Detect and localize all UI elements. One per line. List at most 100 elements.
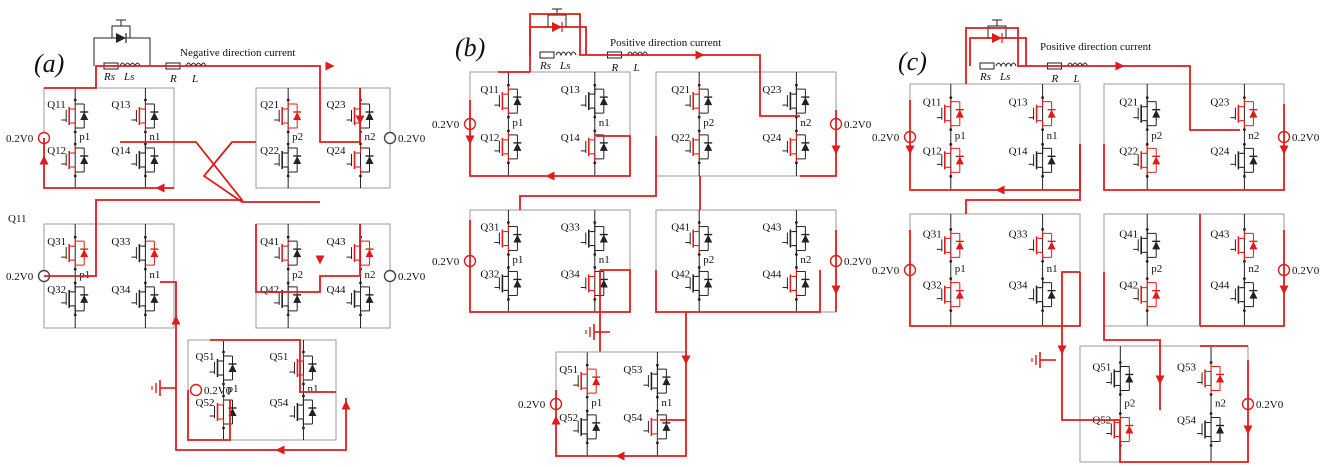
- igbt-switch: [685, 83, 713, 119]
- node-label: p1: [512, 117, 523, 129]
- load-label: Rs: [539, 60, 551, 72]
- ground-icon: [1031, 352, 1056, 368]
- current-path: [1200, 230, 1285, 327]
- switch-label: Q41: [260, 236, 279, 248]
- switch-label: Q42: [260, 284, 279, 296]
- load-label: L: [633, 62, 640, 74]
- diode-icon: [1216, 425, 1225, 434]
- diode-icon: [662, 377, 671, 386]
- switch-label: Q44: [327, 284, 346, 296]
- panel-label: (a): [34, 49, 64, 78]
- switch-label: Q33: [561, 222, 580, 234]
- switch-label: Q13: [561, 84, 580, 96]
- diode-icon: [801, 97, 810, 106]
- igbt-switch: [61, 98, 89, 134]
- igbt-switch: [274, 98, 302, 134]
- igbt-switch: [1028, 277, 1056, 313]
- diode-icon: [1047, 156, 1056, 165]
- switch-label: Q41: [1119, 228, 1138, 240]
- igbt-switch: [494, 266, 522, 301]
- diode-icon: [80, 156, 89, 164]
- current-path: [43, 65, 321, 189]
- switch-label: Q31: [923, 228, 942, 240]
- diode-icon: [513, 142, 522, 151]
- switch-label: Q34: [1009, 280, 1028, 292]
- igbt-switch: [1230, 96, 1258, 132]
- voltage-label: 0.2V0: [872, 132, 900, 144]
- diode-icon: [1152, 241, 1161, 250]
- igbt-switch: [580, 83, 608, 119]
- igbt-switch: [580, 221, 608, 256]
- current-arrow: [1279, 285, 1289, 295]
- node-label: p1: [79, 131, 90, 143]
- current-arrow: [1279, 145, 1289, 155]
- current-path: [469, 220, 631, 313]
- igbt-switch: [573, 409, 601, 445]
- current-arrow: [695, 50, 705, 60]
- node-label: p2: [292, 269, 303, 281]
- diode-icon: [599, 97, 608, 106]
- diode-icon: [992, 33, 1002, 43]
- diode-icon: [150, 156, 159, 164]
- node-label: p1: [512, 254, 523, 266]
- switch-label: Q11: [47, 99, 66, 111]
- current-arrow: [681, 355, 691, 365]
- igbt-switch: [782, 129, 810, 165]
- current-path: [909, 230, 1081, 327]
- igbt-switch: [573, 363, 601, 399]
- diode-icon: [365, 249, 374, 258]
- node-label: p1: [955, 130, 966, 142]
- switch-label: Q12: [923, 145, 942, 157]
- panel-label: (b): [455, 33, 485, 62]
- node-label: p2: [292, 131, 303, 143]
- node-label: n2: [365, 131, 376, 143]
- inductor-icon: [555, 51, 577, 57]
- igbt-switch: [1133, 277, 1161, 313]
- switch-label: Q34: [561, 268, 580, 280]
- ground-icon: [585, 324, 610, 340]
- switch-label: Q53: [623, 364, 642, 376]
- diode-icon: [1249, 241, 1258, 250]
- current-arrow: [831, 145, 841, 155]
- current-path: [160, 281, 347, 451]
- diode-icon: [293, 249, 302, 258]
- node-label: n1: [661, 397, 672, 409]
- diode-icon: [1249, 290, 1258, 299]
- diode-icon: [150, 294, 159, 303]
- diode-icon: [599, 279, 608, 288]
- diode-icon: [552, 22, 562, 32]
- node-label: p2: [1151, 263, 1162, 275]
- load-label: Ls: [123, 71, 134, 83]
- igbt-switch: [274, 142, 302, 178]
- igbt-switch: [274, 235, 302, 271]
- switch-label: Q23: [1210, 97, 1229, 109]
- voltage-label: 0.2V0: [432, 119, 460, 131]
- switch-label: Q52: [196, 397, 215, 409]
- igbt-switch: [782, 266, 810, 301]
- igbt-switch: [1133, 227, 1161, 263]
- current-path: [529, 13, 800, 117]
- voltage-label: 0.2V0: [844, 119, 872, 131]
- diode-icon: [704, 142, 713, 151]
- igbt-switch: [1230, 142, 1258, 178]
- current-direction-label: Negative direction current: [180, 47, 295, 59]
- switch-label: Q24: [1210, 145, 1229, 157]
- current-arrow: [1243, 425, 1253, 435]
- switch-label: Q24: [762, 132, 781, 144]
- diode-icon: [955, 156, 964, 165]
- switch-label: Q11: [923, 97, 942, 109]
- node-label: n2: [1248, 263, 1259, 275]
- switch-label: Q22: [260, 145, 279, 157]
- diode-icon: [592, 422, 601, 431]
- voltage-label: 0.2V0: [432, 256, 460, 268]
- node-label: n2: [1248, 130, 1259, 142]
- switch-label: Q23: [327, 99, 346, 111]
- switch-label: Q52: [559, 412, 578, 424]
- node-label: p2: [1151, 130, 1162, 142]
- load-label: Rs: [103, 71, 115, 83]
- diode-icon: [1152, 290, 1161, 299]
